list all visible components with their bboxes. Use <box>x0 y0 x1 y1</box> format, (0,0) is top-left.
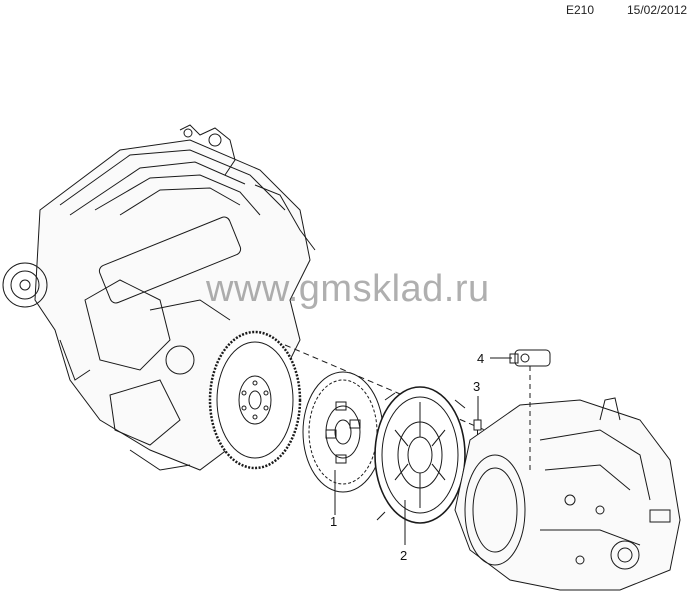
transmission <box>454 397 681 591</box>
flywheel <box>208 330 302 470</box>
callout-3: 3 <box>473 379 481 394</box>
diagram-date: 15/02/2012 <box>627 3 688 17</box>
sensor <box>509 349 551 470</box>
diagram-code: E210 <box>566 3 595 17</box>
watermark-text: www.gmsklad.ru <box>206 268 490 310</box>
callout-2: 2 <box>400 548 408 563</box>
pressure-plate <box>374 386 466 524</box>
clutch-disc <box>302 371 384 493</box>
callout-4: 4 <box>477 351 485 366</box>
callout-1: 1 <box>330 514 338 529</box>
